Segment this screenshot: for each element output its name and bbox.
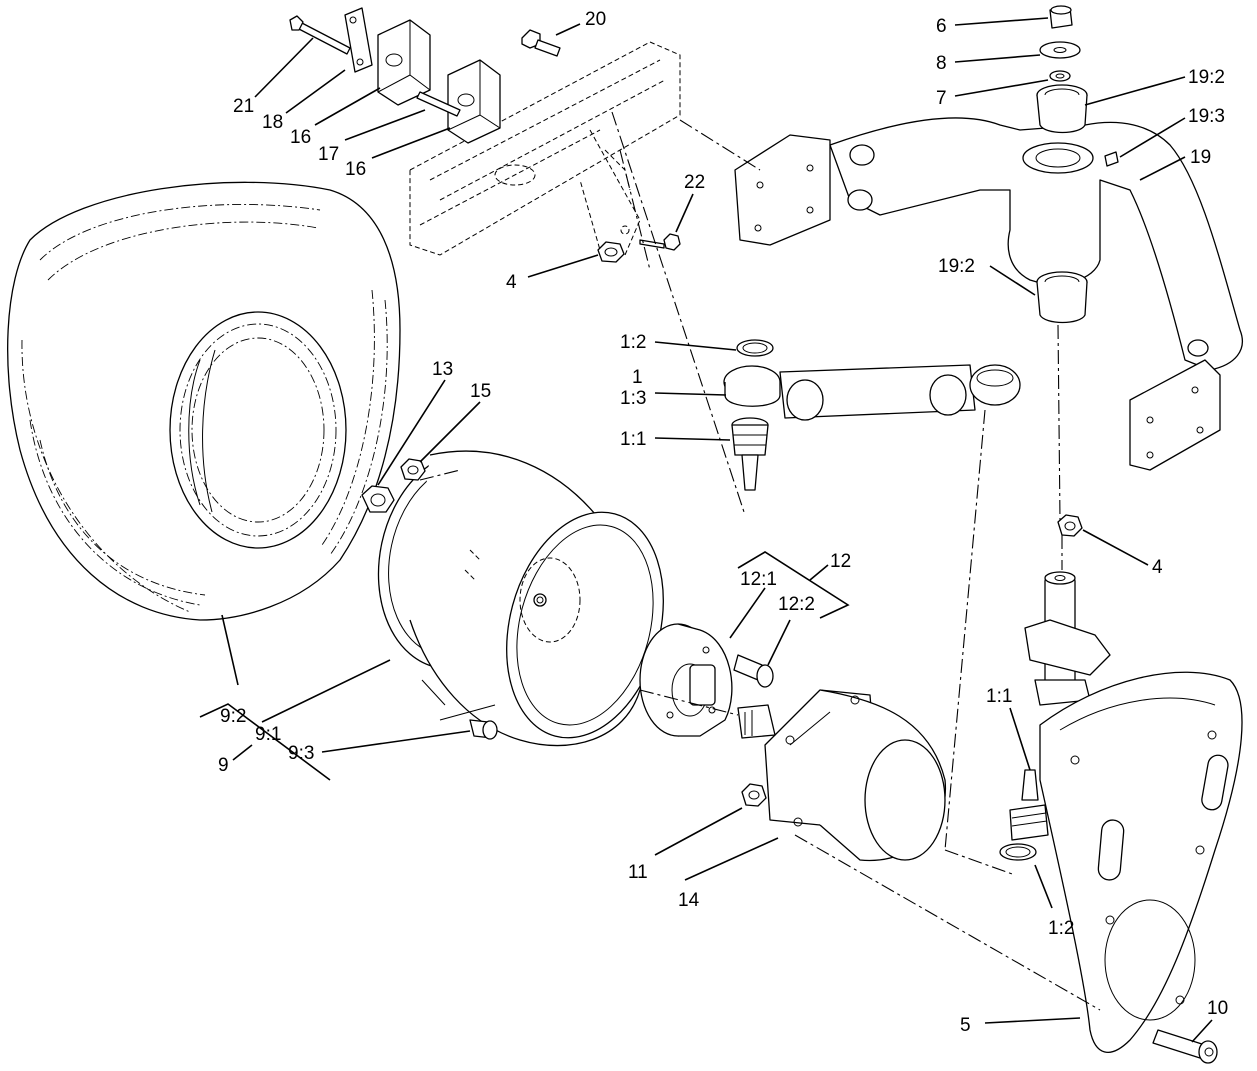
callout-17: 17 — [318, 144, 339, 165]
callout-5: 5 — [960, 1015, 971, 1036]
washer-7 — [1049, 70, 1071, 82]
callout-1-2-upper: 1:2 — [620, 332, 646, 353]
bolt-6 — [1049, 5, 1073, 29]
callout-22: 22 — [684, 172, 705, 193]
lug-nut-13 — [361, 485, 395, 513]
ball-joint-lower — [1009, 769, 1049, 841]
caster-fork — [1039, 671, 1243, 1053]
steering-cylinder — [723, 364, 1021, 421]
callout-11: 11 — [628, 862, 648, 883]
hub-stud — [733, 654, 774, 688]
callout-4-lower: 4 — [1152, 557, 1163, 578]
callout-1-1-upper: 1:1 — [620, 429, 646, 450]
nut-4-upper — [597, 241, 625, 263]
callout-9-3: 9:3 — [288, 743, 314, 764]
wheel-rim — [377, 450, 664, 747]
callout-1-3: 1:3 — [620, 388, 646, 409]
grease-fitting — [1104, 151, 1119, 167]
callout-15: 15 — [470, 381, 491, 402]
clamp-block-upper — [377, 19, 431, 106]
bolt-21 — [289, 15, 351, 55]
callout-19-3: 19:3 — [1188, 106, 1225, 127]
clamp-plate — [344, 7, 373, 73]
retaining-clip-upper — [736, 339, 774, 357]
callout-1: 1 — [632, 367, 643, 388]
bushing-lower — [1036, 271, 1088, 324]
callout-7: 7 — [936, 88, 947, 109]
caster-arm — [734, 117, 1243, 471]
bushing-upper — [1036, 84, 1088, 134]
callout-1-2-lower: 1:2 — [1048, 918, 1074, 939]
callout-20: 20 — [585, 9, 606, 30]
lug-nut-15 — [400, 458, 426, 481]
retaining-clip-lower — [999, 843, 1037, 861]
bolt-10 — [1152, 1029, 1218, 1064]
wheel-hub — [639, 623, 733, 737]
callout-21: 21 — [233, 96, 254, 117]
bolt-22 — [639, 233, 681, 251]
callout-12-1: 12:1 — [740, 569, 777, 590]
rod-17 — [416, 91, 461, 117]
callout-9-2: 9:2 — [220, 706, 246, 727]
leader-lines — [199, 17, 1213, 1043]
washer-8 — [1039, 41, 1081, 59]
callout-9-1: 9:1 — [255, 724, 281, 745]
callout-16-upper: 16 — [290, 127, 311, 148]
callout-13: 13 — [432, 359, 453, 380]
callout-9: 9 — [218, 755, 229, 776]
nut-4-lower — [1057, 514, 1083, 537]
callout-16-lower: 16 — [345, 159, 366, 180]
callout-4-upper: 4 — [506, 272, 517, 293]
tire — [7, 181, 401, 621]
callout-19: 19 — [1190, 147, 1211, 168]
callout-14: 14 — [678, 890, 700, 911]
callout-19-2-upper: 19:2 — [1188, 67, 1225, 88]
callout-labels: 21 18 16 17 16 20 22 4 6 8 7 19:2 19:3 1… — [218, 9, 1228, 1036]
valve-stem — [469, 719, 498, 740]
nut-11 — [741, 783, 767, 807]
callout-1-1-lower: 1:1 — [986, 686, 1012, 707]
bolt-20 — [521, 29, 561, 57]
assembly-center-lines — [419, 111, 1101, 1011]
callout-6: 6 — [936, 16, 947, 37]
callout-18: 18 — [262, 112, 283, 133]
caster-spindle — [1024, 571, 1111, 706]
ball-joint-upper — [731, 417, 769, 491]
wheel-motor — [737, 689, 947, 862]
callout-10: 10 — [1207, 998, 1228, 1019]
clamp-block-lower — [447, 59, 501, 144]
callout-12: 12 — [830, 551, 851, 572]
callout-8: 8 — [936, 53, 947, 74]
callout-19-2-lower: 19:2 — [938, 256, 975, 277]
callout-12-2: 12:2 — [778, 594, 815, 615]
